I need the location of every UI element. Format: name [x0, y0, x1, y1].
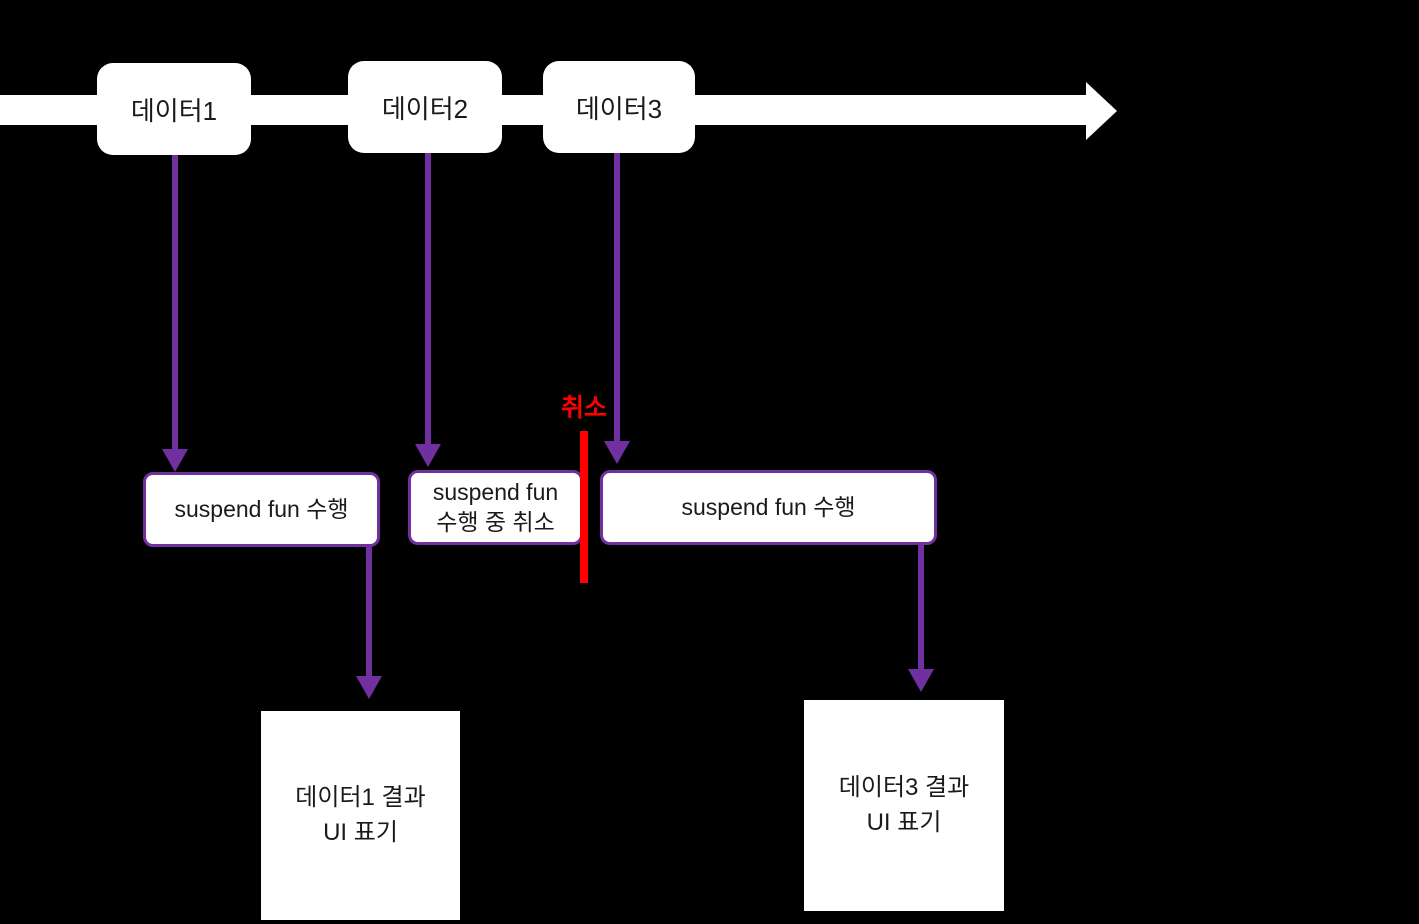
down-arrow-data1-shaft: [172, 155, 178, 450]
suspend-fun-cancelled-line1: suspend fun: [432, 478, 559, 505]
result-box-data3-line2: UI 표기: [866, 808, 942, 836]
event-box-data2: 데이터2: [348, 61, 502, 153]
down-arrow-result3-shaft: [918, 543, 924, 670]
down-arrow-data3-shaft: [614, 153, 620, 442]
event-box-data2-label: 데이터2: [381, 93, 469, 124]
suspend-fun-run-box-3-label: suspend fun 수행: [681, 493, 856, 520]
result-box-data1-line2: UI 표기: [323, 818, 398, 846]
suspend-fun-run-box-3: suspend fun 수행: [600, 470, 937, 545]
down-arrow-result1-head-icon: [356, 676, 382, 699]
down-arrow-result3-head-icon: [908, 669, 934, 692]
event-box-data3-label: 데이터3: [575, 93, 663, 124]
result-box-data1: 데이터1 결과 UI 표기: [261, 711, 460, 920]
event-box-data1: 데이터1: [97, 63, 251, 155]
down-arrow-data2-shaft: [425, 153, 431, 445]
event-box-data1-label: 데이터1: [130, 95, 218, 126]
result-box-data3: 데이터3 결과 UI 표기: [804, 700, 1004, 911]
down-arrow-data3-head-icon: [604, 441, 630, 464]
suspend-fun-run-box-1: suspend fun 수행: [143, 472, 380, 547]
suspend-fun-cancelled-line2: 수행 중 취소: [436, 508, 555, 535]
cancel-line: [580, 431, 588, 583]
cancel-label: 취소: [560, 394, 607, 422]
suspend-fun-cancelled-box: suspend fun 수행 중 취소: [408, 470, 583, 545]
down-arrow-result1-shaft: [366, 546, 372, 677]
result-box-data3-line1: 데이터3 결과: [838, 773, 970, 801]
down-arrow-data2-head-icon: [415, 444, 441, 467]
timeline-arrowhead-icon: [1086, 82, 1117, 140]
suspend-fun-run-box-1-label: suspend fun 수행: [174, 495, 349, 522]
event-box-data3: 데이터3: [543, 61, 695, 153]
down-arrow-data1-head-icon: [162, 449, 188, 472]
result-box-data1-line1: 데이터1 결과: [295, 783, 426, 811]
